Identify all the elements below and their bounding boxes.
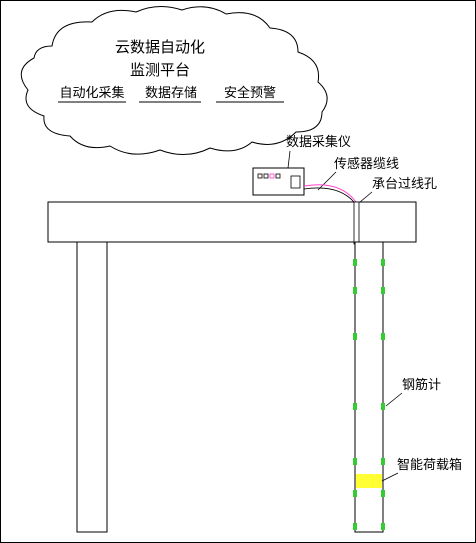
rebar-meter-sensor [353, 287, 357, 294]
pile-left [76, 241, 108, 533]
cloud-shape [20, 6, 328, 155]
rebar-meter-sensor [381, 490, 385, 497]
rebar-meter-sensor [381, 458, 385, 465]
rebar-meter-sensor [381, 333, 385, 340]
collector-box [252, 167, 305, 196]
collector-port [290, 175, 301, 189]
collector-leader [287, 150, 291, 169]
cloud-title-line2: 监测平台 [130, 61, 190, 79]
load-box-label: 智能荷载箱 [397, 457, 462, 473]
collector-led [257, 173, 263, 179]
collector-led-pink [269, 173, 275, 179]
cable-label: 传感器缆线 [334, 156, 399, 172]
cable-leader [317, 171, 337, 191]
rebar-meter-sensor [353, 333, 357, 340]
data-collector [252, 167, 305, 196]
rebar-meter-sensor [353, 490, 357, 497]
rebar-meter-sensor [353, 259, 357, 266]
cap-hole-leader [359, 191, 373, 203]
cloud-item-storage: 数据存储 [145, 86, 197, 101]
rebar-meter-sensor [353, 403, 357, 410]
rebar-meter-label: 钢筋计 [402, 377, 441, 393]
pile-cap [47, 201, 417, 243]
sensor-cable [303, 187, 355, 203]
rebar-meter-sensor [381, 259, 385, 266]
rebar-meter-sensor [381, 403, 385, 410]
collector-label: 数据采集仪 [286, 134, 351, 150]
cloud-item-warning: 安全预警 [224, 85, 276, 101]
cap-cable-hole [353, 201, 360, 245]
collector-led [275, 173, 281, 179]
rebar-meter-sensor [381, 287, 385, 294]
sensor-cable-pink [303, 184, 357, 203]
rebar-meter-sensor [381, 523, 385, 530]
cap-hole-label: 承台过线孔 [372, 177, 437, 192]
cloud-platform: 云数据自动化 监测平台 自动化采集 数据存储 安全预警 [20, 6, 328, 155]
cloud-item-collection: 自动化采集 [59, 85, 124, 101]
smart-load-box [356, 474, 382, 488]
rebar-meter-leader [385, 392, 403, 407]
pile-right [354, 241, 384, 533]
rebar-meters [353, 259, 385, 530]
load-box-leader [381, 472, 399, 482]
cloud-title-line1: 云数据自动化 [115, 38, 205, 56]
rebar-meter-sensor [353, 523, 357, 530]
collector-led [263, 173, 269, 179]
rebar-meter-sensor [353, 458, 357, 465]
